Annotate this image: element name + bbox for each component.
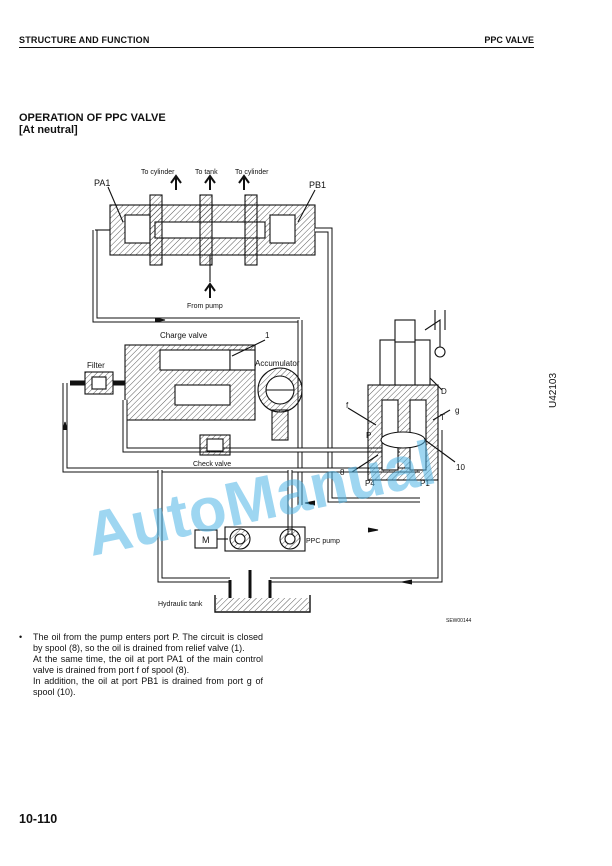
label-relief-1: 1 <box>265 331 270 340</box>
label-port-p4: P4 <box>365 479 375 488</box>
page-subtitle: [At neutral] <box>19 124 78 136</box>
label-from-pump: From pump <box>187 303 223 310</box>
label-spool-8: 8 <box>340 468 345 477</box>
page-number: 10-110 <box>19 812 58 826</box>
side-code: U42103 <box>548 372 559 408</box>
label-to-cylinder-right: To cylinder <box>235 169 269 176</box>
label-spool-10: 10 <box>456 463 465 472</box>
label-to-cylinder-left: To cylinder <box>141 169 175 176</box>
label-port-g: g <box>455 406 459 415</box>
label-to-tank: To tank <box>195 169 218 176</box>
figure-code: SEW00144 <box>446 618 472 624</box>
label-pb1: PB1 <box>309 180 326 190</box>
label-hydraulic-tank: Hydraulic tank <box>158 601 203 608</box>
label-port-p: P <box>366 431 371 440</box>
page-title: OPERATION OF PPC VALVE <box>19 112 166 124</box>
bullet-marker: • <box>19 632 23 642</box>
label-port-t: T <box>440 413 445 422</box>
label-ppc-pump: PPC pump <box>306 538 340 545</box>
label-pa1: PA1 <box>94 178 110 188</box>
paragraph-1: The oil from the pump enters port P. The… <box>33 632 263 653</box>
header-topic: PPC VALVE <box>484 35 534 45</box>
header-section: STRUCTURE AND FUNCTION <box>19 35 150 45</box>
paragraph-3: In addition, the oil at port PB1 is drai… <box>33 676 263 697</box>
body-text: The oil from the pump enters port P. The… <box>33 632 263 698</box>
hydraulic-tank <box>216 598 309 611</box>
label-port-d: D <box>441 387 447 396</box>
label-motor: M <box>202 535 210 545</box>
label-charge-valve: Charge valve <box>160 331 208 340</box>
header-rule <box>19 47 534 48</box>
label-port-p1: P1 <box>420 479 430 488</box>
label-filter: Filter <box>87 361 105 370</box>
label-check-valve: Check valve <box>193 461 231 468</box>
paragraph-2: At the same time, the oil at port PA1 of… <box>33 654 263 675</box>
label-port-f: f <box>346 401 349 410</box>
label-accumulator: Accumulator <box>255 359 300 368</box>
